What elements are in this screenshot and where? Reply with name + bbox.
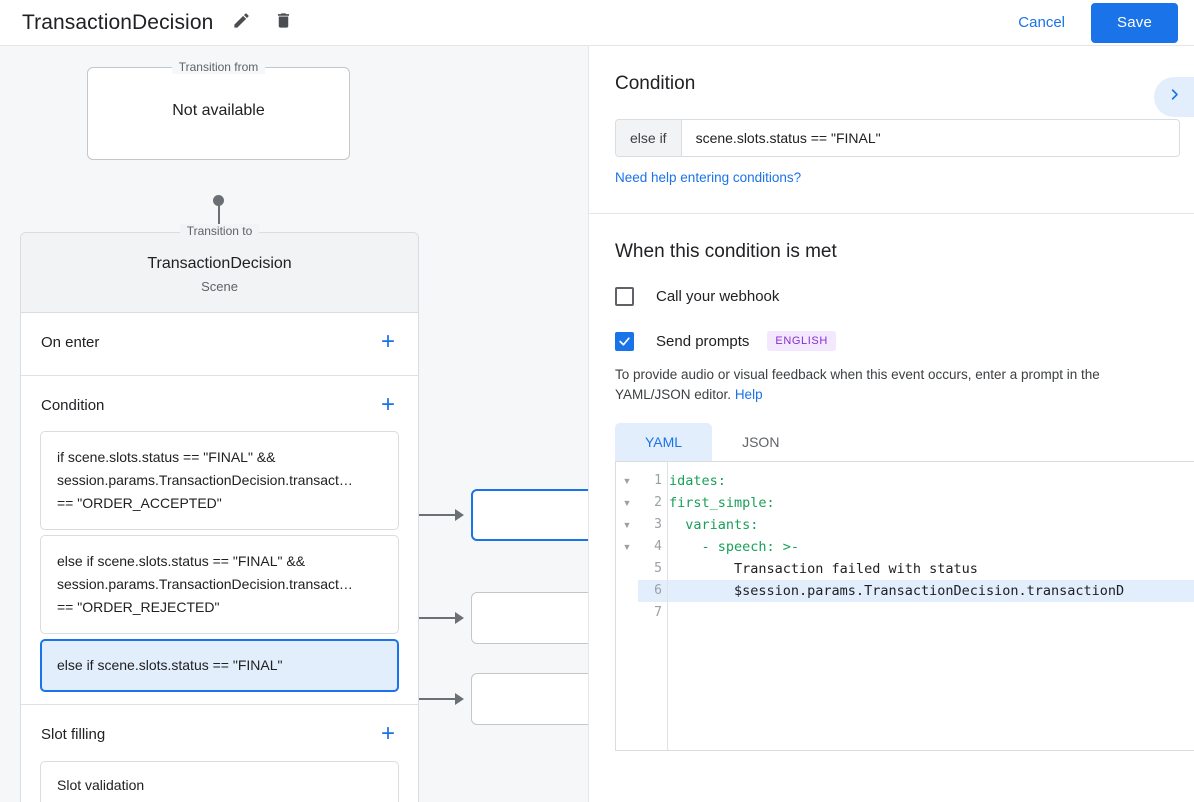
editor-line-number: 7 xyxy=(654,605,662,620)
editor-line-number: 4 xyxy=(654,539,662,554)
slot-filling-header: Slot filling + xyxy=(21,705,418,755)
fold-spacer xyxy=(616,558,638,580)
editor-code-line[interactable]: Transaction failed with status xyxy=(669,561,978,577)
prompt-description-text: To provide audio or visual feedback when… xyxy=(615,367,1100,402)
section-on-enter: On enter + xyxy=(21,313,418,376)
editor-code-line[interactable]: - speech: >- xyxy=(669,539,800,555)
top-app-bar: TransactionDecision Cancel Save xyxy=(0,0,1194,46)
expand-panel-button[interactable] xyxy=(1154,77,1194,117)
edit-button[interactable] xyxy=(227,9,255,37)
condition-panel-heading: Condition xyxy=(615,73,696,94)
editor-line-number: 1 xyxy=(654,473,662,488)
topbar-actions: Cancel Save xyxy=(1004,2,1194,43)
send-prompts-checkbox-row[interactable]: Send prompts ENGLISH xyxy=(615,331,1194,351)
transition-target-box[interactable] xyxy=(471,489,588,541)
editor-code-area[interactable]: idates: first_simple: variants: - speech:… xyxy=(668,462,1194,750)
condition-list-item[interactable]: if scene.slots.status == "FINAL" && sess… xyxy=(40,431,399,530)
fold-spacer xyxy=(616,602,638,624)
transition-to-legend: Transition to xyxy=(179,224,260,238)
scene-card: Transition to TransactionDecision Scene … xyxy=(20,224,419,802)
condition-title: Condition xyxy=(41,396,105,414)
on-enter-header: On enter + xyxy=(21,313,418,363)
send-prompts-label: Send prompts xyxy=(656,332,750,350)
condition-edge-line xyxy=(400,617,455,619)
condition-edge-arrow-icon xyxy=(455,509,464,521)
send-prompts-checkbox[interactable] xyxy=(615,331,634,351)
scene-name: TransactionDecision xyxy=(147,255,292,272)
editor-code-line[interactable]: $session.params.TransactionDecision.tran… xyxy=(668,580,1194,602)
condition-input[interactable] xyxy=(681,120,1179,156)
chevron-right-icon xyxy=(1167,87,1182,107)
scene-graph-canvas: Transition from Not available Transition… xyxy=(0,46,588,802)
editor-line-number: 2 xyxy=(654,495,662,510)
condition-input-row: else if xyxy=(615,119,1180,157)
pencil-icon xyxy=(232,11,251,35)
condition-edge-arrow-icon xyxy=(455,612,464,624)
editor-line-number: 5 xyxy=(654,561,662,576)
cancel-button[interactable]: Cancel xyxy=(1004,6,1079,39)
scene-card-header: Transition to TransactionDecision Scene xyxy=(21,224,418,313)
fold-arrow-icon[interactable]: ▼ xyxy=(622,542,632,552)
fold-arrow-icon[interactable]: ▼ xyxy=(622,520,632,530)
when-condition-met-section: When this condition is met Call your web… xyxy=(589,214,1194,751)
tab-yaml[interactable]: YAML xyxy=(615,423,713,461)
tab-json[interactable]: JSON xyxy=(742,434,780,450)
add-on-enter-icon[interactable]: + xyxy=(380,328,395,355)
condition-section: Condition else if Need help entering con… xyxy=(589,46,1194,214)
webhook-checkbox-row[interactable]: Call your webhook xyxy=(615,287,1194,306)
section-slot-filling: Slot filling + Slot validation xyxy=(21,705,418,802)
condition-prefix-label: else if xyxy=(616,120,682,156)
slot-filling-title: Slot filling xyxy=(41,725,106,743)
editor-format-tabs: YAML JSON xyxy=(615,423,1194,461)
condition-list-item[interactable]: else if scene.slots.status == "FINAL" &&… xyxy=(40,535,399,634)
scene-type: Scene xyxy=(201,279,238,294)
when-met-heading: When this condition is met xyxy=(615,241,837,262)
delete-button[interactable] xyxy=(269,9,297,37)
editor-code-line[interactable]: first_simple: xyxy=(669,495,775,511)
editor-fold-gutter[interactable]: ▼ ▼ ▼ ▼ xyxy=(616,462,638,750)
fold-arrow-icon[interactable]: ▼ xyxy=(622,498,632,508)
help-conditions-link[interactable]: Need help entering conditions? xyxy=(615,170,802,185)
add-condition-icon[interactable]: + xyxy=(380,391,395,418)
transition-from-value: Not available xyxy=(172,102,265,119)
help-link[interactable]: Help xyxy=(734,387,763,402)
condition-header: Condition + xyxy=(21,376,418,426)
editor-code-line[interactable]: variants: xyxy=(669,517,759,533)
yaml-editor[interactable]: ▼ ▼ ▼ ▼ 1 2 3 4 5 6 7 idates: first_simple: varian… xyxy=(615,461,1194,751)
condition-list-item-selected[interactable]: else if scene.slots.status == "FINAL" xyxy=(40,639,399,692)
transition-target-box[interactable] xyxy=(471,592,588,644)
add-slot-filling-icon[interactable]: + xyxy=(380,720,395,747)
webhook-checkbox[interactable] xyxy=(615,287,634,306)
slot-validation-item[interactable]: Slot validation xyxy=(40,761,399,802)
condition-edge-arrow-icon xyxy=(455,693,464,705)
page-title: TransactionDecision xyxy=(22,10,214,34)
fold-arrow-icon[interactable]: ▼ xyxy=(622,476,632,486)
editor-line-number: 3 xyxy=(654,517,662,532)
trash-icon xyxy=(274,11,293,35)
language-badge: ENGLISH xyxy=(767,331,836,351)
condition-edge-line xyxy=(400,698,455,700)
transition-from-card: Transition from Not available xyxy=(87,60,350,160)
condition-edge-line xyxy=(400,514,455,516)
editor-code-line[interactable] xyxy=(668,602,1194,624)
save-button[interactable]: Save xyxy=(1091,2,1178,43)
check-icon xyxy=(619,336,630,346)
transition-from-legend: Transition from xyxy=(171,60,266,74)
editor-line-numbers: 1 2 3 4 5 6 7 xyxy=(638,462,668,750)
editor-line-number: 6 xyxy=(638,580,667,602)
connector-dot xyxy=(213,195,224,206)
transition-target-box[interactable] xyxy=(471,673,588,725)
section-condition: Condition + if scene.slots.status == "FI… xyxy=(21,376,418,705)
editor-code-line[interactable]: idates: xyxy=(669,473,726,489)
prompt-description: To provide audio or visual feedback when… xyxy=(615,365,1168,405)
fold-spacer xyxy=(616,580,638,602)
condition-details-panel: Condition else if Need help entering con… xyxy=(588,46,1194,802)
on-enter-title: On enter xyxy=(41,333,100,351)
webhook-label: Call your webhook xyxy=(656,288,780,305)
